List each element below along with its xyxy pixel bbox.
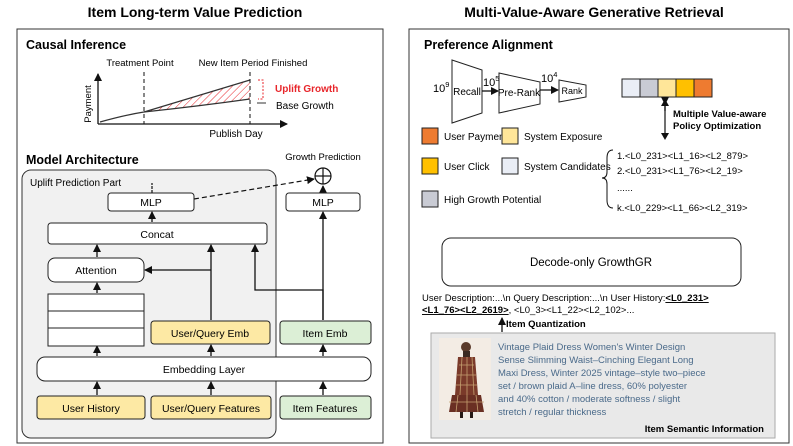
desc-line2: <L1_76><L2_2619>, <L0_3><L1_22><L2_102>.… (422, 305, 634, 316)
left-title: Item Long-term Value Prediction (88, 4, 303, 20)
policy-arrow-head-up (661, 99, 669, 106)
prerank-label: Pre-Rank (498, 88, 541, 99)
right-title: Multi-Value-Aware Generative Retrieval (464, 4, 724, 20)
plus-circle-icon (314, 167, 332, 185)
item-text-4: set / brown plaid A–line dress, 60% poly… (498, 381, 687, 392)
model-heading: Model Architecture (26, 153, 139, 167)
legend-user-payment: User Payment (444, 132, 508, 143)
uplift-label: Uplift Growth (275, 84, 338, 95)
user-query-emb-label: User/Query Emb (171, 328, 249, 340)
recall-shape (451, 59, 483, 124)
item-emb-box (279, 320, 372, 345)
plot-ylabel: Payment (83, 85, 94, 123)
user-query-features-label: User/Query Features (162, 403, 260, 415)
rank-shape (558, 79, 587, 103)
rank-label: Rank (561, 86, 583, 96)
quantization-label: Item Quantization (506, 319, 586, 330)
pref-heading: Preference Alignment (424, 38, 554, 52)
mlp-left-to-plus (193, 176, 315, 200)
concat-box (47, 222, 268, 245)
user-history-label: User History (62, 403, 121, 415)
item-text-1: Vintage Plaid Dress Women's Winter Desig… (498, 342, 685, 353)
item-emb-label: Item Emb (303, 328, 348, 340)
sequence-brace (601, 149, 614, 209)
uplift-curve (99, 79, 251, 123)
attention-label: Attention (75, 265, 117, 277)
legend-user-click-swatch (421, 157, 439, 175)
seq-ellipsis: ...... (617, 183, 633, 194)
user-query-emb-box (150, 320, 271, 345)
n2-label: 105 (483, 74, 499, 89)
base-label: Base Growth (276, 101, 334, 112)
policy-line1: Multiple Value-aware (673, 109, 766, 120)
item-text-6: stretch / regular thickness (498, 407, 606, 418)
finished-label: New Item Period Finished (199, 58, 308, 69)
treatment-label: Treatment Point (106, 58, 174, 69)
policy-line2: Policy Optimization (673, 121, 761, 132)
decoder-label: Decode-only GrowthGR (530, 257, 652, 269)
legend-high-growth: High Growth Potential (444, 195, 541, 206)
causal-heading: Causal Inference (26, 38, 126, 52)
growth-prediction-label: Growth Prediction (285, 152, 361, 163)
mlp-right-box (285, 192, 361, 212)
concat-label: Concat (140, 229, 173, 241)
prerank-shape (498, 72, 541, 114)
legend-high-growth-swatch (421, 190, 439, 208)
user-history-box (36, 395, 146, 420)
attention-box (47, 257, 145, 283)
legend-user-payment-swatch (421, 127, 439, 145)
seq-1: 1.<L0_231><L1_16><L2_879> (617, 151, 748, 162)
candidate-strip (621, 78, 713, 98)
legend-system-candidates-swatch (501, 157, 519, 175)
item-text-2: Sense Slimming Waist–Cinching Elegant Lo… (498, 355, 694, 366)
plot-xlabel: Publish Day (209, 129, 262, 140)
item-features-box (279, 395, 372, 420)
policy-arrow-head-down (661, 133, 669, 140)
desc-line1: User Description:...\n Query Description… (422, 293, 709, 304)
item-features-label: Item Features (293, 403, 358, 415)
causal-plot: Payment Publish Day Treatment Point New … (83, 58, 338, 140)
uplift-part-label: Uplift Prediction Part (30, 178, 121, 189)
embedding-layer-box (36, 356, 372, 382)
legend-system-exposure-swatch (501, 127, 519, 145)
seq-k: k.<L0_229><L1_66><L2_319> (617, 203, 748, 214)
item-text-3: Maxi Dress, Winter 2025 vintage–style tw… (498, 368, 706, 379)
user-query-features-box (150, 395, 272, 420)
funnel: 109 Recall 105 Pre-Rank 104 Rank (433, 59, 587, 124)
mlp-left-box (107, 192, 195, 212)
product-image (439, 338, 491, 420)
recall-label: Recall (453, 87, 481, 98)
mlp-left-label: MLP (140, 197, 162, 209)
item-text-5: and 40% cotton / moderate softness / sli… (498, 394, 681, 405)
n3-label: 104 (541, 70, 557, 85)
mlp-right-label: MLP (312, 197, 334, 209)
legend-system-candidates: System Candidates (524, 162, 611, 173)
legend-system-exposure: System Exposure (524, 132, 603, 143)
sequence-stack (47, 293, 145, 347)
n1-label: 109 (433, 80, 449, 95)
item-caption: Item Semantic Information (645, 424, 764, 435)
embedding-layer-label: Embedding Layer (163, 364, 246, 376)
legend-user-click: User Click (444, 162, 491, 173)
uplift-bracket (258, 79, 264, 100)
decoder-box (441, 237, 742, 287)
seq-2: 2.<L0_231><L1_76><L2_19> (617, 166, 743, 177)
legend: User Payment System Exposure User Click … (421, 127, 611, 208)
base-curve (143, 98, 251, 113)
